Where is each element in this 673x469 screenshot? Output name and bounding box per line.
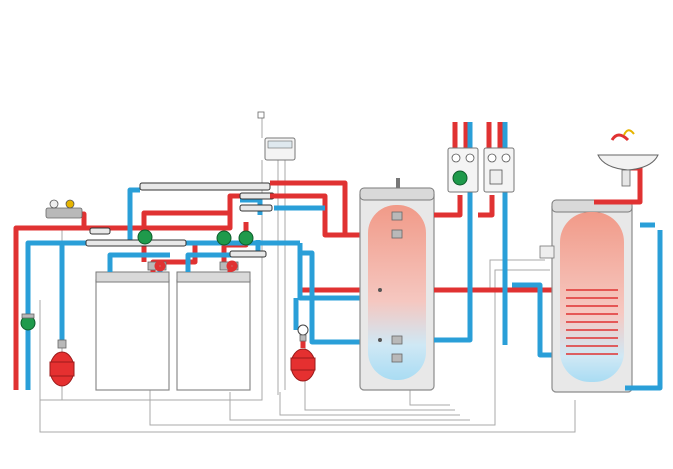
flex-hose-top xyxy=(139,182,271,191)
buffer-tank xyxy=(359,178,435,391)
boiler-left xyxy=(95,271,170,391)
buffer-expansion-vessel xyxy=(290,324,316,382)
boiler-pump-left-1 xyxy=(137,229,153,245)
flex-hose-mid xyxy=(239,192,275,212)
wash-basin xyxy=(597,129,659,187)
boiler-fittings xyxy=(147,260,239,272)
boiler-pipework xyxy=(92,187,300,272)
boiler-pump-right-1 xyxy=(216,230,232,246)
left-circulation-pump xyxy=(20,313,36,331)
dhw-cylinder xyxy=(539,199,633,393)
pump-station-2 xyxy=(483,147,515,193)
safety-valve-group xyxy=(45,199,87,228)
pump-station-1 xyxy=(447,147,479,193)
controller xyxy=(257,111,296,161)
pump-station-pipework xyxy=(434,122,552,358)
boiler-right xyxy=(176,271,251,391)
left-expansion-vessel xyxy=(49,243,75,387)
boiler-pump-right-2 xyxy=(238,230,254,246)
flex-hose-lower xyxy=(85,227,267,258)
buffer-pipework xyxy=(270,180,360,345)
